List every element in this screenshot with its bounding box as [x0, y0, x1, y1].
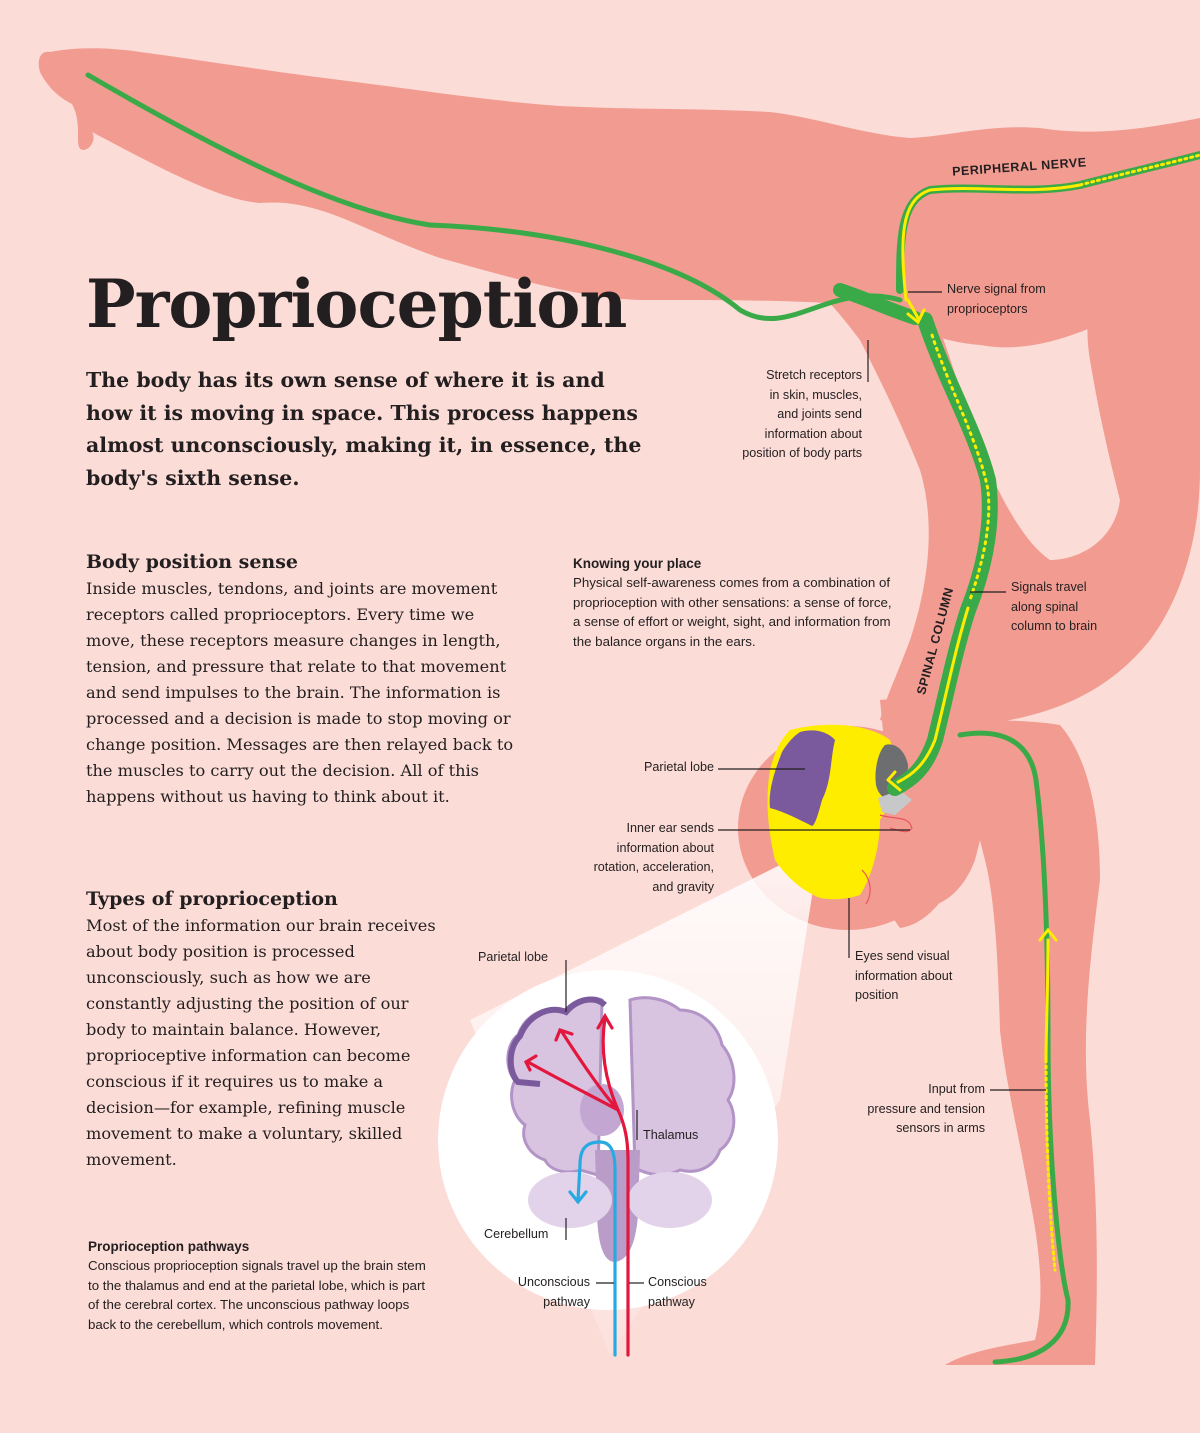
unconscious-pathway-label: Unconscious pathway [517, 1275, 590, 1309]
peripheral-nerve-signal [901, 183, 1082, 302]
pathways-text: Conscious proprioception signals travel … [88, 1258, 426, 1332]
body-position-section: Body position sense Inside muscles, tend… [86, 550, 526, 810]
pathways-heading: Proprioception pathways [88, 1239, 250, 1254]
peripheral-nerve-dots [1078, 153, 1200, 187]
nerve-signal-label: Nerve signal from proprioceptors [947, 282, 1046, 316]
eyes-label: Eyes send visual information about posit… [855, 949, 953, 1002]
conscious-pathway-label: Conscious pathway [648, 1275, 707, 1309]
stretch-receptors-label: Stretch receptors in skin, muscles, and … [742, 368, 862, 460]
brain-parietal-label: Parietal lobe [478, 950, 549, 964]
arm-nerve [957, 730, 1071, 1365]
nerves [85, 72, 1200, 1365]
brainstem-region [878, 790, 912, 815]
cerebrum-right [628, 996, 736, 1177]
body-position-heading: Body position sense [86, 551, 299, 573]
brain-leader-lines [565, 960, 644, 1284]
unconscious-pathway [568, 1140, 617, 1357]
arm-signal-dots [1044, 1058, 1057, 1272]
pathways-caption: Proprioception pathways Conscious propri… [88, 1238, 428, 1334]
cerebellum-label: Cerebellum [484, 1227, 549, 1241]
cerebellum-left [528, 1172, 612, 1228]
leg-nerve [85, 72, 903, 322]
signals-travel-label: Signals travel along spinal column to br… [1011, 580, 1098, 633]
chin [880, 870, 960, 928]
thalamus-label: Thalamus [643, 1128, 699, 1142]
arm-signal-line [1044, 938, 1050, 1062]
types-text: Most of the information our brain receiv… [86, 916, 436, 1169]
raised-leg [38, 48, 1200, 348]
conscious-pathway [523, 1012, 630, 1357]
parietal-outline [507, 996, 608, 1087]
page-title: Proprioception [86, 265, 627, 343]
brain-entry-arrow [886, 770, 902, 792]
parietal-lobe-region [769, 730, 835, 826]
brain-cross-section [438, 960, 778, 1357]
body-position-text: Inside muscles, tendons, and joints are … [86, 579, 514, 806]
parietal-lobe-head-label: Parietal lobe [643, 760, 714, 774]
nerve-signal-arrow [906, 298, 926, 325]
knowing-caption: Knowing your place Physical self-awarene… [573, 555, 893, 651]
spinal-signal-line [896, 606, 970, 784]
input-arms-label: Input from pressure and tension sensors … [867, 1082, 985, 1135]
arm [945, 720, 1100, 1365]
spinal-signal-dots [930, 333, 991, 602]
knowing-text: Physical self-awareness comes from a com… [573, 575, 892, 649]
cerebellum-right [628, 1172, 712, 1228]
leader-lines [718, 291, 1046, 1091]
neck [880, 690, 1003, 908]
knowing-heading: Knowing your place [573, 556, 702, 571]
inner-ear-label: Inner ear sends information about rotati… [593, 821, 714, 894]
types-heading: Types of proprioception [86, 888, 338, 910]
arm-signal-arrow [1038, 927, 1058, 942]
types-section: Types of proprioception Most of the info… [86, 887, 446, 1173]
intro-text: The body has its own sense of where it i… [86, 368, 642, 490]
eye-outline [861, 869, 871, 905]
